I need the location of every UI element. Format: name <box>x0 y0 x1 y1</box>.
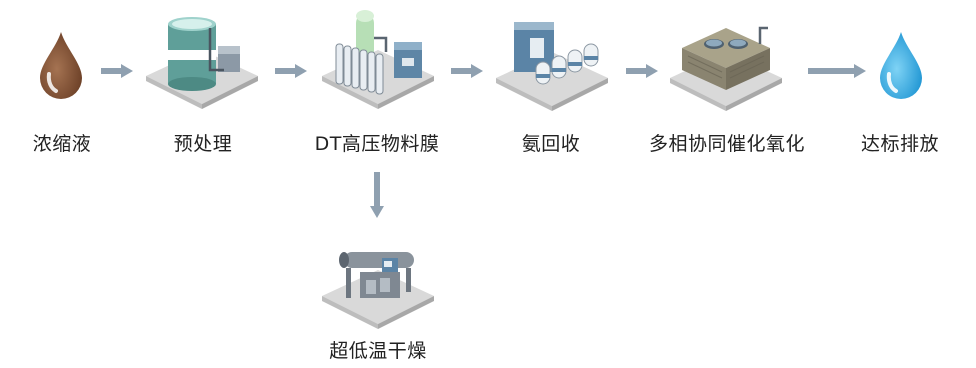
step-label: 预处理 <box>173 133 233 155</box>
flow-arrow <box>808 64 866 78</box>
flow-arrow <box>275 64 307 78</box>
flow-arrow <box>101 64 133 78</box>
step-label: 达标排放 <box>860 133 940 155</box>
step-label: DT高压物料膜 <box>314 133 440 155</box>
catalytic-oxidation-icon <box>664 14 788 114</box>
flow-arrow <box>626 64 658 78</box>
flow-arrow <box>451 64 483 78</box>
branch-arrow <box>370 172 384 218</box>
ammonia-recovery-icon <box>490 14 614 114</box>
step-label: 氨回收 <box>521 133 581 155</box>
branch-label: 超低温干燥 <box>329 340 427 362</box>
step-label: 多相协同催化氧化 <box>648 133 806 155</box>
low-temp-dryer-icon <box>316 232 440 332</box>
blue-droplet-icon <box>876 30 926 100</box>
step-label: 浓缩液 <box>32 133 92 155</box>
brown-droplet-icon <box>36 30 86 100</box>
pretreatment-tank-icon <box>140 12 264 112</box>
membrane-unit-icon <box>316 8 440 112</box>
